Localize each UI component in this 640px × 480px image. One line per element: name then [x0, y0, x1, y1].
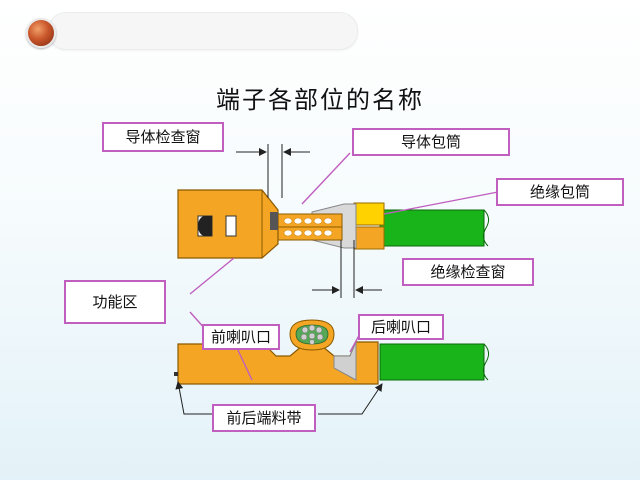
label-insulation-barrel: 绝缘包筒 — [496, 178, 624, 206]
label-conductor-window: 导体检查窗 — [102, 122, 224, 152]
carrier-strip-arrows — [175, 381, 383, 415]
dimension-lines-top — [236, 144, 382, 298]
orange-ball-icon — [26, 18, 56, 48]
cross-section — [289, 319, 335, 351]
top-bar — [48, 12, 358, 50]
label-front-bellmouth: 前喇叭口 — [202, 324, 280, 350]
wire-side — [379, 343, 485, 381]
insulation-barrel-top-lower — [353, 226, 385, 250]
wire-top — [379, 209, 485, 247]
label-carrier-strip: 前后端料带 — [212, 404, 316, 432]
label-functional-area: 功能区 — [64, 280, 166, 324]
label-conductor-barrel: 导体包筒 — [352, 128, 510, 156]
side-view — [174, 319, 490, 385]
diagram-title: 端子各部位的名称 — [216, 86, 424, 114]
callout-lines — [189, 152, 499, 381]
label-rear-bellmouth: 后喇叭口 — [358, 314, 444, 340]
insulation-barrel-top-upper — [353, 202, 385, 226]
label-insulation-window: 绝缘检查窗 — [402, 258, 534, 286]
top-view — [177, 189, 490, 259]
